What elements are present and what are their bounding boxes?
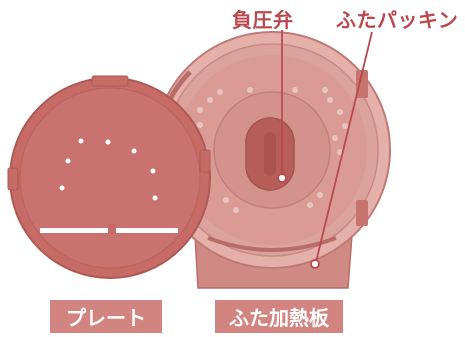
label-plate: プレート <box>50 300 162 333</box>
leader-line-packing <box>315 31 373 263</box>
callout-lid-packing: ふたパッキン <box>336 8 459 32</box>
plate-image <box>7 75 211 279</box>
callout-negative-pressure-valve: 負圧弁 <box>232 8 294 32</box>
leader-dot-valve <box>277 173 287 183</box>
label-lid-heating-plate: ふた加熱板 <box>215 300 343 333</box>
leader-dot-packing <box>310 259 320 269</box>
leader-lines <box>277 30 373 269</box>
